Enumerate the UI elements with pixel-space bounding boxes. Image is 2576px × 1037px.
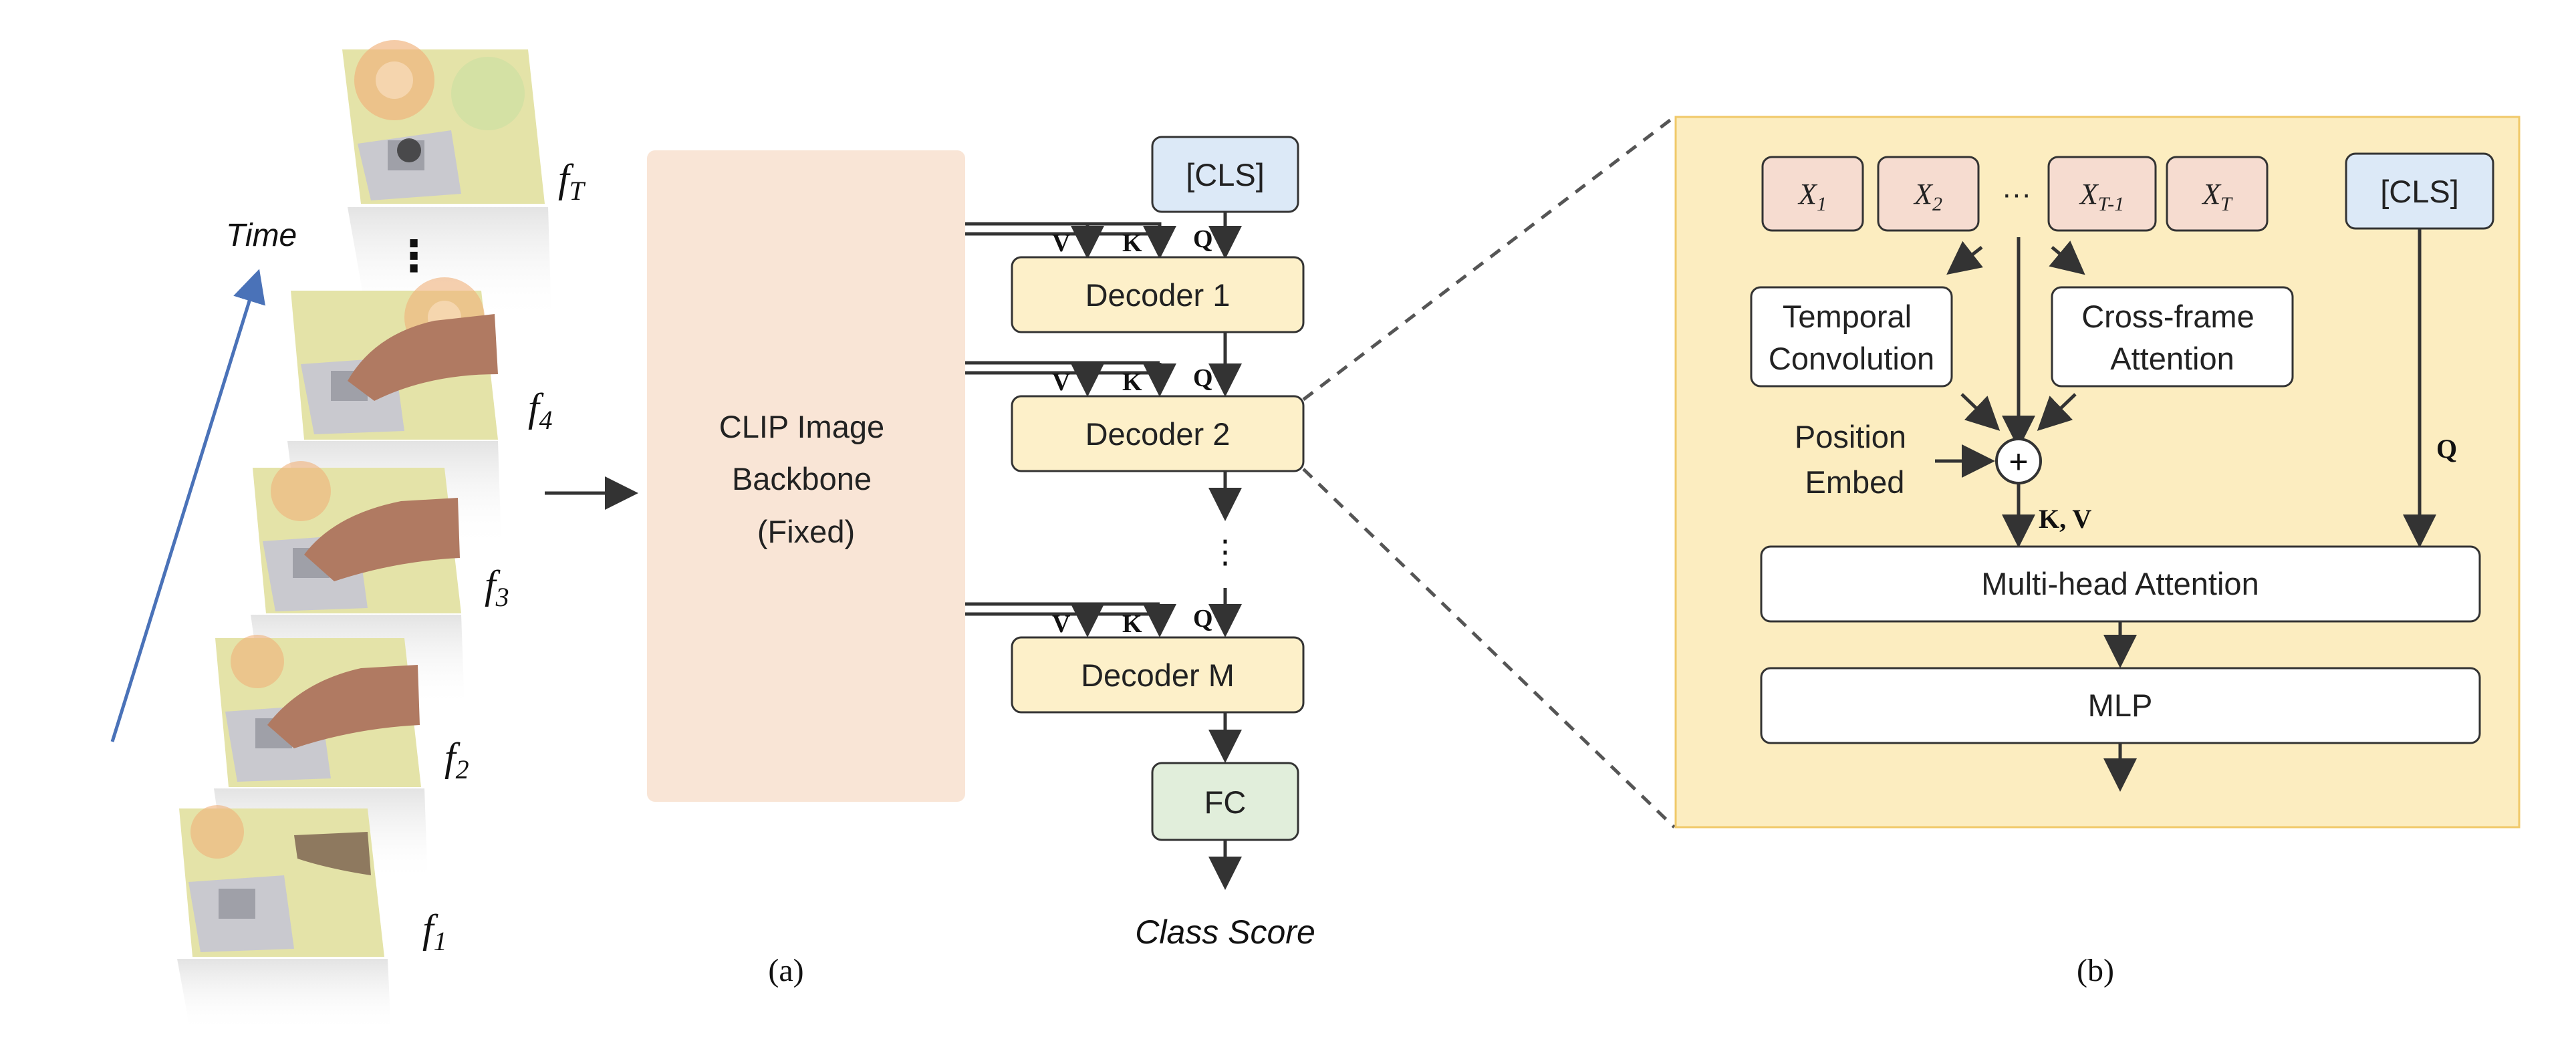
k-label-m: K xyxy=(1122,610,1142,638)
token-xT-label: XT xyxy=(2201,178,2233,215)
class-score-label: Class Score xyxy=(1135,913,1315,951)
time-label: Time xyxy=(226,218,297,253)
mlp-label: MLP xyxy=(2088,688,2153,723)
decoder-ellipsis: ⋮ xyxy=(1209,535,1241,570)
panel-b: X1 X2 ··· XT-1 XT [CLS] Temporal Convolu… xyxy=(1674,116,2521,988)
q-label-2: Q xyxy=(1193,364,1213,392)
token-x2-box xyxy=(1877,156,1980,232)
token-x1-box xyxy=(1761,156,1864,232)
v-label-m: V xyxy=(1052,610,1071,638)
k-label-1: K xyxy=(1122,229,1142,257)
feed-1 xyxy=(965,222,1176,259)
frame-label-2: f2 xyxy=(444,735,469,784)
cls-token-label: [CLS] xyxy=(1186,157,1265,192)
zoom-line-top xyxy=(1302,116,1676,401)
fc-label: FC xyxy=(1204,784,1247,820)
zoom-line-bottom xyxy=(1302,468,1676,829)
cls-token-b-label: [CLS] xyxy=(2380,174,2459,209)
frame-label-4: f4 xyxy=(528,386,553,435)
token-x2-label: X2 xyxy=(1913,178,1942,215)
caption-a: (a) xyxy=(768,953,803,988)
position-embed-label: Position Embed xyxy=(1795,419,1915,500)
q-label-m: Q xyxy=(1193,605,1213,633)
frame-label-T: fT xyxy=(558,156,586,206)
panel-a: Time ⋮ xyxy=(110,40,1315,1032)
clip-backbone-box xyxy=(647,150,965,802)
multi-head-attention-label: Multi-head Attention xyxy=(1981,566,2259,601)
token-x1-label: X1 xyxy=(1797,178,1827,215)
frame-label-1: f1 xyxy=(422,907,447,956)
token-xT-box xyxy=(2166,156,2269,232)
kv-label: K, V xyxy=(2039,504,2091,534)
decoder-m-label: Decoder M xyxy=(1081,657,1235,693)
frame-f-1 xyxy=(177,805,391,1032)
q-label-1: Q xyxy=(1193,225,1213,253)
decoder-1-box xyxy=(1011,256,1305,333)
clip-backbone-label: CLIP Image Backbone (Fixed) xyxy=(719,409,893,549)
token-dots: ··· xyxy=(2002,178,2031,210)
decoder-2-box xyxy=(1011,395,1305,472)
frame-label-3: f3 xyxy=(485,563,509,612)
time-arrow xyxy=(110,269,265,742)
cross-frame-attention-box xyxy=(2051,286,2294,388)
frame-dots: ⋮ xyxy=(392,232,435,280)
token-xT-1-label: XT-1 xyxy=(2079,178,2124,215)
q-label-b: Q xyxy=(2436,434,2457,464)
token-xT-1-box xyxy=(2047,156,2157,232)
temporal-convolution-box xyxy=(1750,286,1953,388)
v-label-1: V xyxy=(1052,229,1071,257)
decoder-1-label: Decoder 1 xyxy=(1085,277,1231,313)
temporal-convolution-label: Temporal Convolution xyxy=(1769,299,1934,376)
k-label-2: K xyxy=(1122,368,1142,396)
cross-frame-attention-label: Cross-frame Attention xyxy=(2081,299,2263,376)
v-label-2: V xyxy=(1052,368,1071,396)
caption-b: (b) xyxy=(2077,953,2114,988)
decoder-2-label: Decoder 2 xyxy=(1085,416,1231,452)
sum-node-label: + xyxy=(2009,443,2028,480)
decoder-m-box xyxy=(1011,636,1305,714)
